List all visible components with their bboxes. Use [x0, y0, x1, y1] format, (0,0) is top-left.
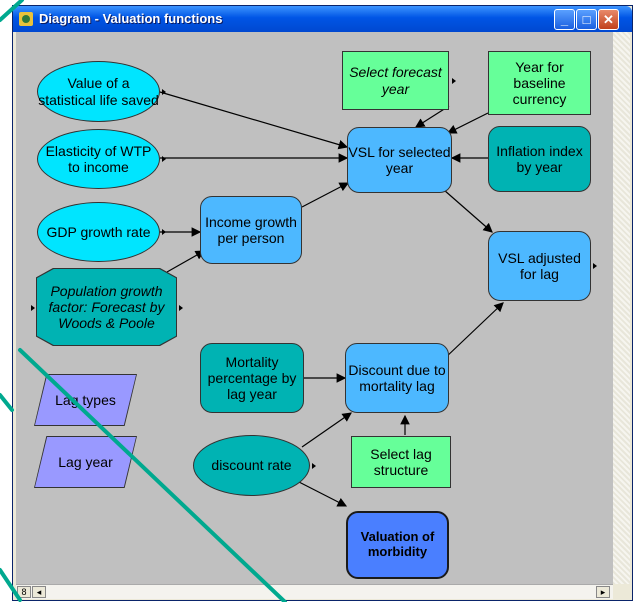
node-lag-types[interactable]: Lag types — [35, 375, 136, 425]
node-label: Population growth factor: Forecast by Wo… — [48, 282, 165, 332]
diagram-window: Diagram - Valuation functions _ □ ✕ — [12, 5, 633, 601]
arrow-population-to-income — [166, 250, 206, 273]
node-label: VSL adjusted for lag — [498, 249, 581, 282]
output-arrow-icon — [593, 263, 597, 269]
app-icon — [19, 12, 33, 26]
node-income-growth[interactable]: Income growth per person — [200, 196, 302, 264]
node-vsl-adjusted-for-lag[interactable]: VSL adjusted for lag — [488, 231, 591, 301]
arrow-discount-rate-to-discount-lag — [301, 412, 352, 448]
diagram-canvas[interactable]: Value of a statistical life saved Elasti… — [16, 32, 613, 584]
vertical-scrollbar[interactable] — [613, 32, 630, 584]
minimize-icon: _ — [560, 12, 569, 27]
node-label: GDP growth rate — [46, 223, 151, 240]
node-inflation-index[interactable]: Inflation index by year — [488, 126, 591, 192]
node-mortality-percentage[interactable]: Mortality percentage by lag year — [200, 343, 304, 413]
node-value-of-statistical-life[interactable]: Value of a statistical life saved — [37, 61, 160, 122]
node-discount-rate[interactable]: discount rate — [193, 435, 310, 496]
input-arrow-icon — [31, 305, 35, 311]
node-label: Valuation of morbidity — [360, 529, 435, 559]
scroll-right-button[interactable]: ▸ — [596, 586, 610, 598]
node-label: Discount due to mortality lag — [348, 361, 446, 394]
scroll-left-button[interactable]: ◂ — [32, 586, 46, 598]
node-select-lag-structure[interactable]: Select lag structure — [351, 436, 451, 488]
node-valuation-of-morbidity[interactable]: Valuation of morbidity — [346, 511, 449, 579]
right-arrow-icon: ▸ — [600, 587, 606, 597]
title-bar[interactable]: Diagram - Valuation functions _ □ ✕ — [13, 6, 632, 32]
node-label: Income growth per person — [205, 213, 297, 246]
node-discount-mortality-lag[interactable]: Discount due to mortality lag — [345, 343, 449, 413]
close-icon: ✕ — [603, 12, 614, 27]
horizontal-scrollbar[interactable]: 8 ◂ ▸ — [16, 584, 613, 599]
output-arrow-icon — [452, 78, 456, 84]
node-label: Inflation index by year — [496, 142, 583, 175]
output-arrow-icon — [162, 156, 166, 162]
maximize-icon: □ — [582, 12, 591, 27]
node-label: discount rate — [211, 457, 292, 474]
close-button[interactable]: ✕ — [598, 9, 619, 30]
scroll-track[interactable] — [613, 32, 630, 584]
node-label: Mortality percentage by lag year — [207, 353, 297, 403]
node-label: Lag year — [58, 453, 113, 470]
node-lag-year[interactable]: Lag year — [35, 437, 136, 487]
minimize-button[interactable]: _ — [554, 9, 575, 30]
node-year-baseline-currency[interactable]: Year for baseline currency — [488, 51, 591, 115]
node-elasticity-of-wtp[interactable]: Elasticity of WTP to income — [37, 129, 160, 189]
node-select-forecast-year[interactable]: Select forecast year — [342, 51, 449, 110]
node-label: Select forecast year — [349, 64, 442, 97]
arrow-discount-rate-to-valuation — [298, 481, 348, 507]
arrow-discount-lag-to-adjusted — [443, 302, 504, 360]
output-arrow-icon — [162, 89, 166, 95]
zoom-corner-button[interactable]: 8 — [17, 586, 31, 598]
arrow-vsl-value-to-vsl-selected — [159, 91, 349, 150]
output-arrow-icon — [162, 229, 166, 235]
node-gdp-growth-rate[interactable]: GDP growth rate — [37, 202, 160, 262]
output-arrow-icon — [179, 305, 183, 311]
arrow-vsl-selected-to-adjusted — [443, 189, 493, 233]
maximize-button[interactable]: □ — [576, 9, 597, 30]
arrow-layer — [159, 91, 504, 507]
left-arrow-icon: ◂ — [36, 587, 42, 597]
node-population-growth-factor[interactable]: Population growth factor: Forecast by Wo… — [37, 269, 176, 345]
output-arrow-icon — [312, 463, 316, 469]
overlay-line-mid-left — [0, 393, 14, 412]
node-label: Year for baseline currency — [512, 58, 567, 108]
node-label: Lag types — [55, 391, 116, 408]
arrow-income-to-vsl-selected — [301, 182, 350, 208]
node-label: VSL for selected year — [348, 143, 451, 176]
node-label: Value of a statistical life saved — [38, 75, 159, 108]
window-title: Diagram - Valuation functions — [39, 11, 223, 26]
node-label: Elasticity of WTP to income — [45, 142, 152, 175]
node-label: Select lag structure — [370, 445, 432, 478]
node-vsl-selected-year[interactable]: VSL for selected year — [347, 127, 452, 193]
arrow-year-baseline-to-vsl-selected — [446, 112, 489, 134]
corner-icon: 8 — [21, 587, 27, 597]
